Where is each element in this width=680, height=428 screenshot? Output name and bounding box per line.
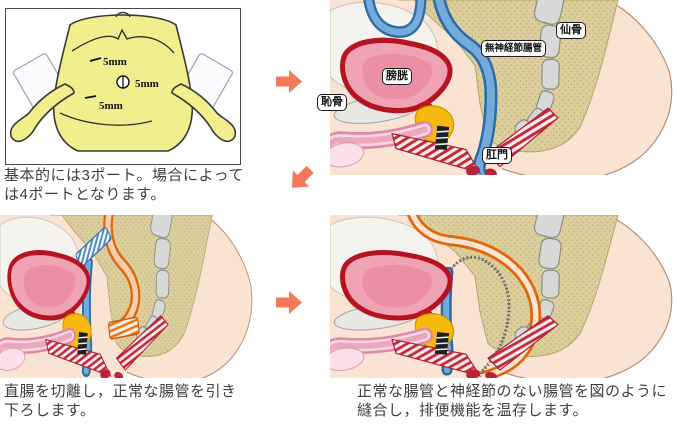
sphincter-marker [434,125,450,151]
port-mark-lower: 5mm [84,95,123,112]
bladder [7,250,91,350]
caption-anastomosis: 正常な腸管と神経節のない腸管を図のように 縫合し，排便機能を温存します。 [357,382,680,420]
patient-leg-right [171,83,237,143]
bowel-orange-cut-end [108,316,140,340]
chest-contour-line [71,28,175,54]
body-top-notch [115,11,131,18]
caption-pulldown-line1: 直腸を切離し，正常な腸管を引き [4,383,237,400]
port-mark-center: 5mm [116,75,159,90]
label-sacrum: 仙骨 [556,22,586,39]
port-mark-upper: 5mm [89,56,127,68]
label-pubis: 恥骨 [317,94,347,111]
patient-leg-left [9,83,75,143]
arrow-down-left [291,165,314,188]
caption-pulldown-line2: 下ろします。 [4,402,96,419]
arrow-right-bottom [276,291,302,314]
bowel-pullthrough-orange [404,201,542,383]
port-size-center: 5mm [135,78,159,90]
mesentery-region [398,214,619,357]
port-size-upper: 5mm [103,56,127,68]
label-anus: 肛門 [482,147,512,164]
sphincter-marker [434,331,450,355]
pelvic-floor-muscle-left [391,132,482,174]
sphincter-marker [77,331,88,355]
anatomy-panel-initial: 恥骨 膀胱 無神経節腸管 仙骨 肛門 [317,0,680,183]
pelvic-floor-muscle-right [487,315,559,371]
anatomy-drawing-anastomosis [318,201,673,384]
pelvic-floor-muscle-left [391,338,482,377]
caption-anastomosis-line2: 縫合し，排便機能を温存します。 [357,402,589,419]
lower-abdomen-line [59,112,153,126]
caption-pulldown: 直腸を切離し，正常な腸管を引き 下ろします。 [4,382,334,420]
arrow-right-top [276,70,302,93]
bowel-aganglionic-blue [432,0,498,183]
anatomy-panel-pulldown [0,200,258,384]
anatomy-drawing-pulldown [0,200,253,384]
caption-anastomosis-line1: 正常な腸管と神経節のない腸管を図のように [357,383,668,400]
label-bladder: 膀胱 [382,68,412,85]
caption-ports-line2: は4ポートとなります。 [4,186,166,203]
port-size-lower: 5mm [99,100,123,112]
pelvic-floor-muscle-right [115,315,169,371]
pelvic-floor-muscle-left [45,338,112,377]
caption-ports: 基本的には3ポート。場合によって は4ポートとなります。 [4,166,270,204]
port-placement-panel: 5mm 5mm 5mm [5,8,241,165]
caption-ports-line1: 基本的には3ポート。場合によって [4,167,244,184]
label-aganglionic-bowel: 無神経節腸管 [481,40,547,57]
anatomy-panel-anastomosis [318,201,680,384]
port-diagram: 5mm 5mm 5mm [9,11,237,152]
bowel-blue-loop [363,0,427,38]
